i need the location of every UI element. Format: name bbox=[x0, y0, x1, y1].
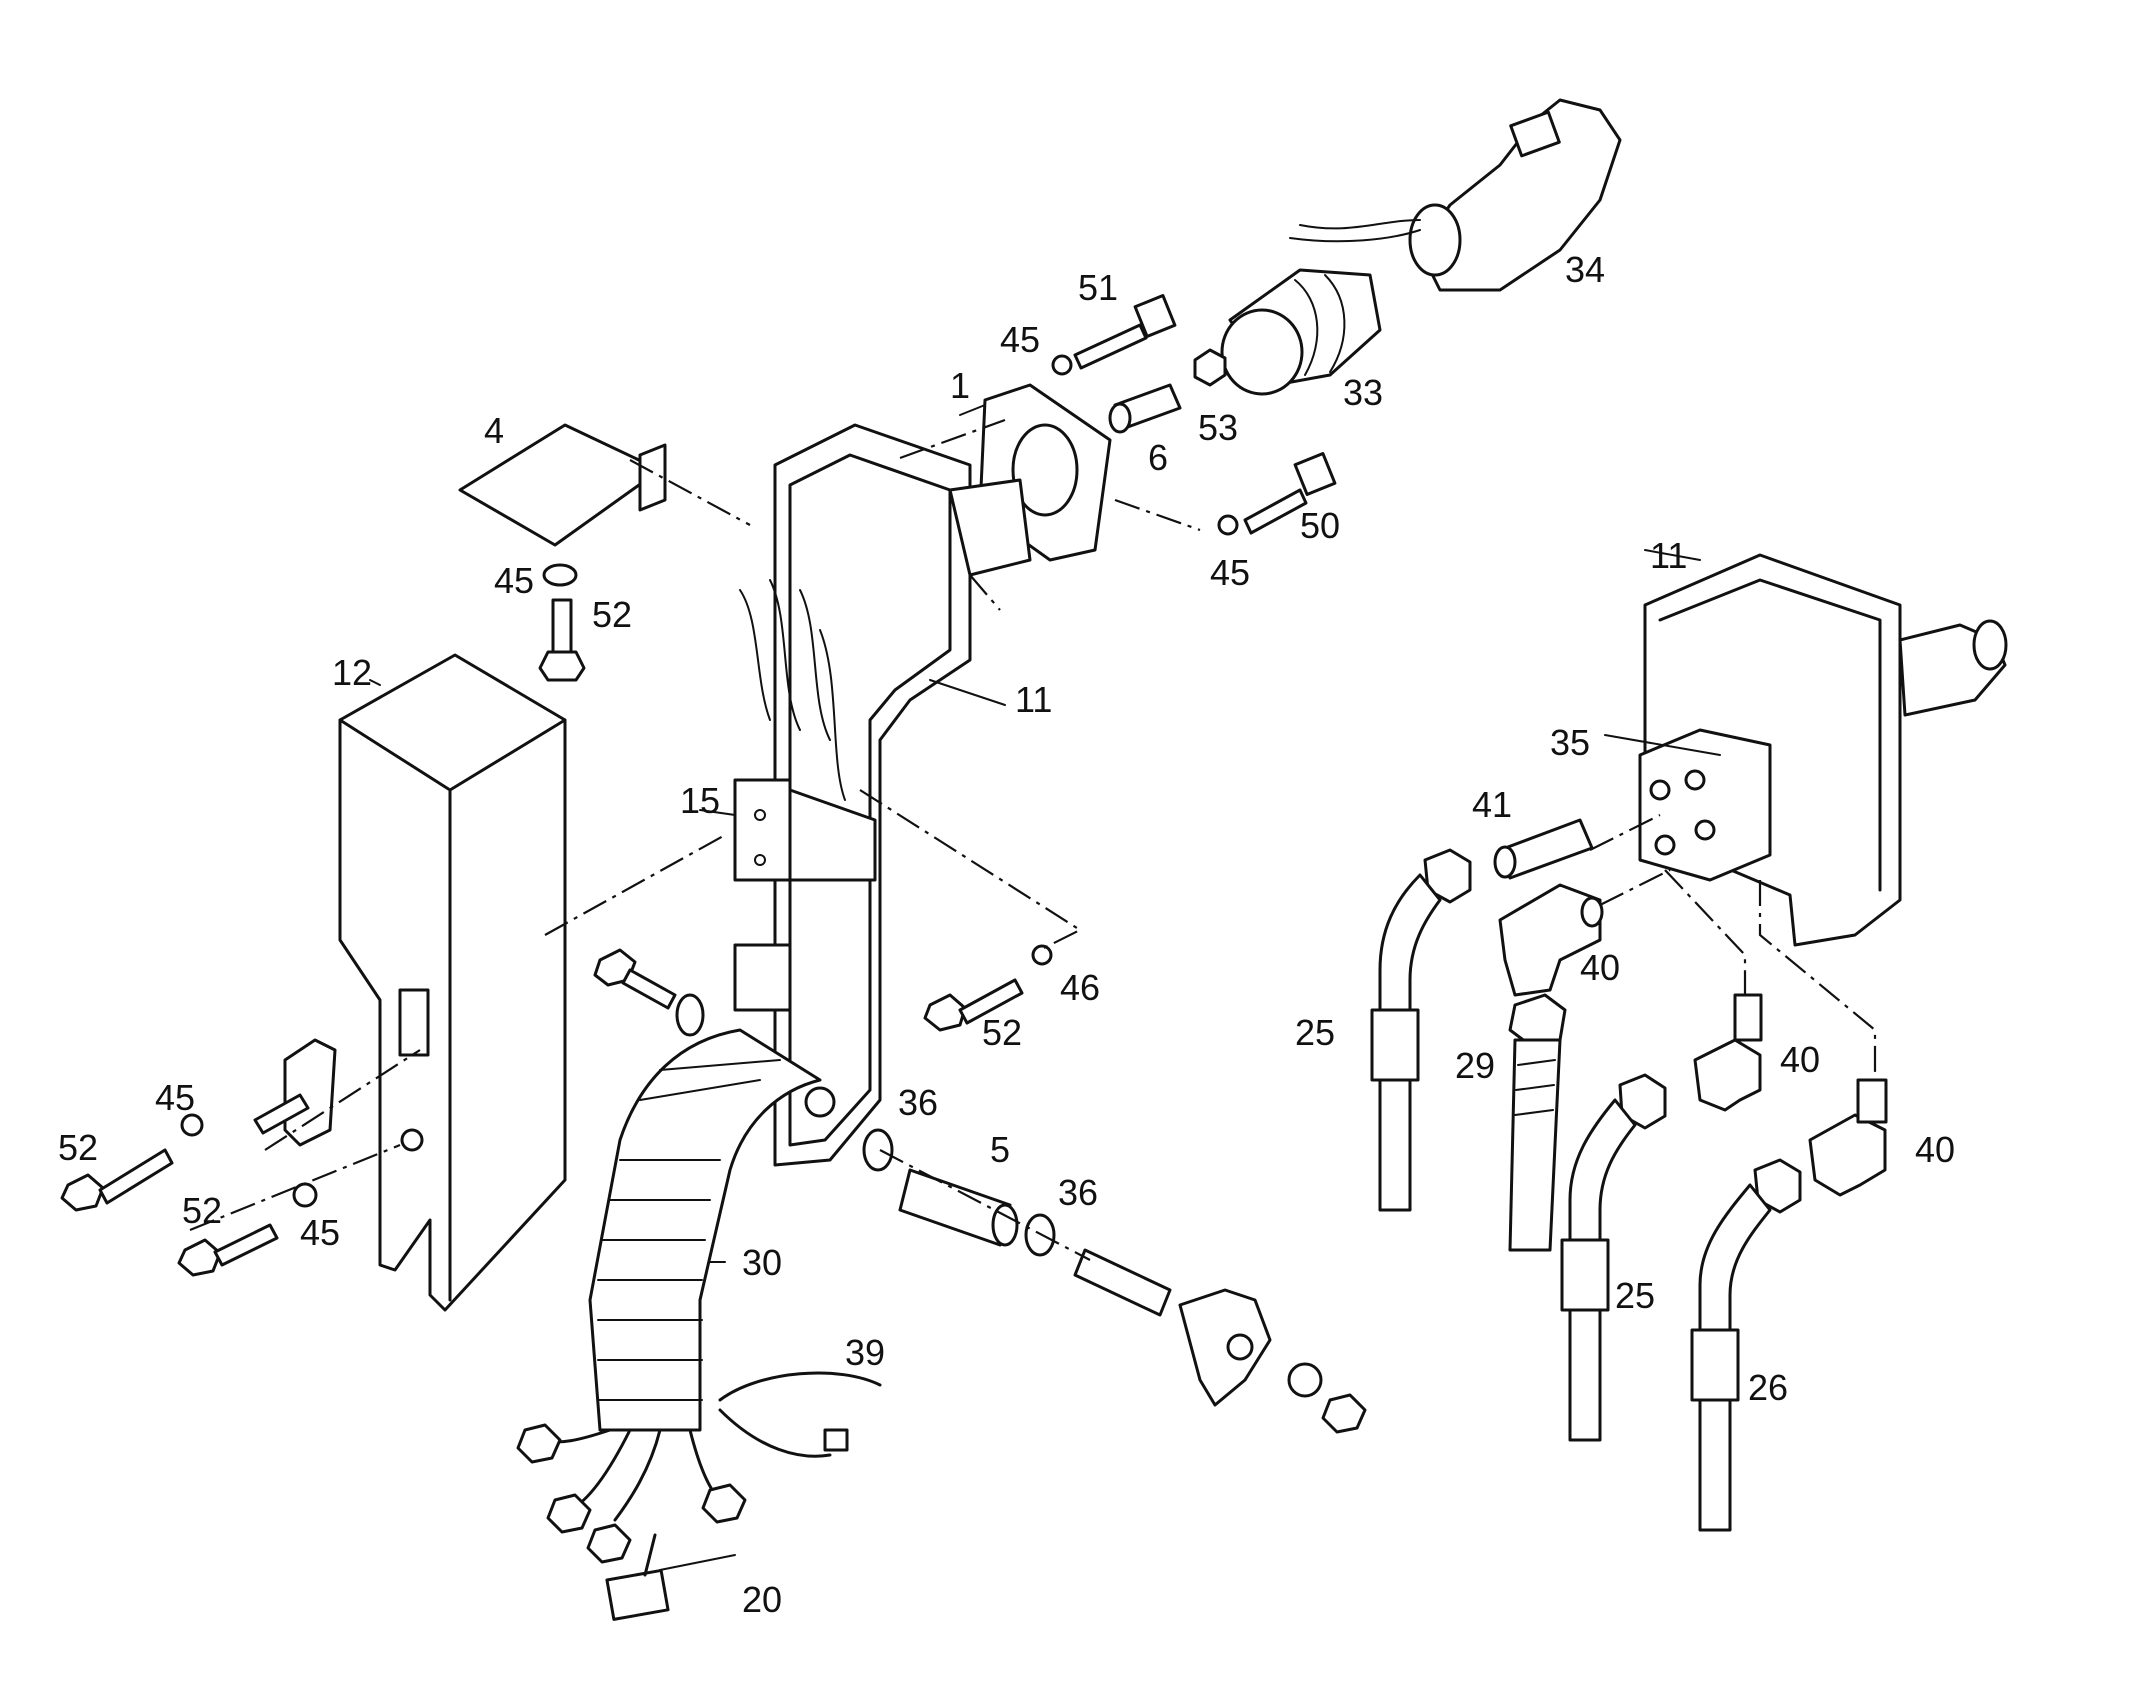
part-39-cable-tie bbox=[718, 1371, 882, 1458]
callout-40: 40 bbox=[1780, 1039, 1820, 1080]
part-40-tee-lower bbox=[1808, 1078, 1888, 1197]
part-20-hose-ends bbox=[516, 1423, 747, 1621]
callout-labels: 51 34 45 1 33 4 53 6 50 45 45 52 11 12 1… bbox=[58, 249, 1955, 1620]
part-40-tee-middle bbox=[1693, 993, 1763, 1112]
callout-35: 35 bbox=[1550, 722, 1590, 763]
part-29-hose bbox=[1508, 993, 1567, 1252]
part-4-bracket bbox=[458, 423, 667, 547]
part-45-washer-right bbox=[1217, 514, 1239, 536]
callout-45: 45 bbox=[1000, 319, 1040, 360]
part-15-clamp bbox=[733, 778, 877, 1012]
callout-45: 45 bbox=[494, 560, 534, 601]
part-41-fitting bbox=[1493, 818, 1594, 880]
part-50-screw bbox=[1243, 452, 1337, 535]
pin-plate-nut-assembly bbox=[1073, 1248, 1367, 1434]
part-5-sleeve bbox=[898, 1168, 1019, 1247]
callout-39: 39 bbox=[845, 1332, 885, 1373]
callout-4: 4 bbox=[484, 410, 504, 451]
callout-25: 25 bbox=[1615, 1275, 1655, 1316]
callout-45: 45 bbox=[300, 1212, 340, 1253]
callout-40: 40 bbox=[1580, 947, 1620, 988]
callout-52: 52 bbox=[592, 594, 632, 635]
callout-12: 12 bbox=[332, 652, 372, 693]
callout-52: 52 bbox=[58, 1127, 98, 1168]
callout-53: 53 bbox=[1198, 407, 1238, 448]
part-53-nut bbox=[1193, 348, 1227, 387]
part-33-bellows bbox=[1220, 268, 1382, 396]
callout-40: 40 bbox=[1915, 1129, 1955, 1170]
part-34-joystick-handle bbox=[1289, 98, 1622, 292]
part-25-hose-middle bbox=[1560, 1073, 1667, 1442]
callout-46: 46 bbox=[1060, 967, 1100, 1008]
callout-45: 45 bbox=[1210, 552, 1250, 593]
callout-45: 45 bbox=[155, 1077, 195, 1118]
part-30-corrugated-hose bbox=[588, 1028, 822, 1432]
part-35-valve-body bbox=[1638, 728, 1772, 882]
part-52-bolt-top bbox=[538, 563, 586, 682]
callout-52: 52 bbox=[982, 1012, 1022, 1053]
part-11-main-housing bbox=[739, 423, 1032, 1167]
part-52-bolt-mid-right bbox=[923, 944, 1053, 1032]
callout-20: 20 bbox=[742, 1579, 782, 1620]
part-52-bolt-mid-left bbox=[593, 948, 705, 1037]
callout-36: 36 bbox=[1058, 1172, 1098, 1213]
callout-51: 51 bbox=[1078, 267, 1118, 308]
callout-41: 41 bbox=[1472, 784, 1512, 825]
callout-11: 11 bbox=[1650, 535, 1687, 576]
callout-15: 15 bbox=[680, 780, 720, 821]
part-51-screw bbox=[1073, 294, 1177, 370]
callout-36: 36 bbox=[898, 1082, 938, 1123]
part-40-elbow-upper bbox=[1498, 883, 1604, 997]
part-side-flange-and-bolts bbox=[60, 1038, 337, 1277]
callout-30: 30 bbox=[742, 1242, 782, 1283]
callout-34: 34 bbox=[1565, 249, 1605, 290]
callout-11: 11 bbox=[1015, 679, 1052, 720]
callout-1: 1 bbox=[950, 365, 970, 406]
callout-5: 5 bbox=[990, 1129, 1010, 1170]
part-45-washer-top bbox=[1051, 354, 1073, 376]
callout-52: 52 bbox=[182, 1190, 222, 1231]
leader-lines bbox=[369, 404, 1721, 1571]
part-25-hose-left bbox=[1370, 848, 1472, 1212]
callout-29: 29 bbox=[1455, 1045, 1495, 1086]
part-6-fitting bbox=[1108, 383, 1182, 434]
assembly-center-lines bbox=[189, 418, 1877, 1261]
part-36-spacer-upper bbox=[862, 1128, 894, 1172]
callout-26: 26 bbox=[1748, 1367, 1788, 1408]
part-12-cover bbox=[338, 653, 567, 1312]
callout-6: 6 bbox=[1148, 437, 1168, 478]
callout-50: 50 bbox=[1300, 505, 1340, 546]
part-26-hose bbox=[1690, 1158, 1802, 1532]
callout-33: 33 bbox=[1343, 372, 1383, 413]
callout-25: 25 bbox=[1295, 1012, 1335, 1053]
